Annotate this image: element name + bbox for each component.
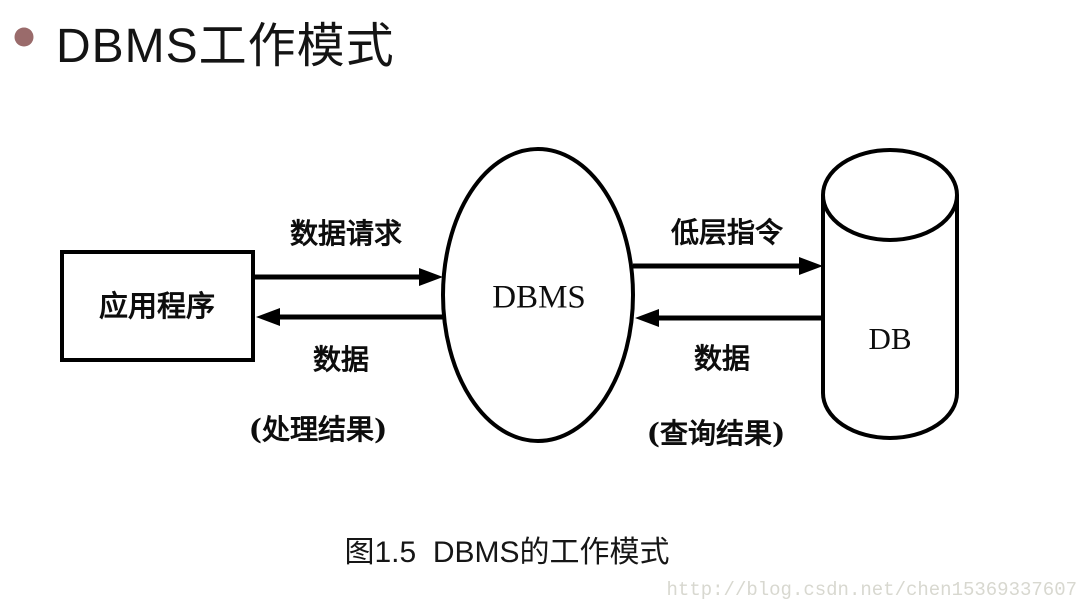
title-row: DBMS工作模式 — [0, 0, 1083, 80]
figure-caption: 图1.5 DBMS的工作模式 — [344, 536, 670, 569]
arrow-data-processing-result — [256, 308, 443, 326]
data-processing-result-label-line2: (处理结果) — [248, 413, 388, 446]
dbms-ellipse-label: DBMS — [492, 279, 586, 316]
low-level-command-label: 低层指令 — [670, 216, 784, 249]
db-cylinder-label: DB — [868, 321, 912, 356]
bullet-circle — [14, 27, 34, 47]
application-box — [60, 250, 255, 362]
data-request-label: 数据请求 — [289, 217, 403, 250]
application-box-label: 应用程序 — [98, 289, 216, 323]
db-cylinder-body — [821, 195, 959, 440]
arrow-data-request — [255, 268, 443, 286]
db-cylinder-top — [821, 148, 959, 242]
data-query-result-label-line2: (查询结果) — [646, 417, 786, 450]
page-title: DBMS工作模式 — [56, 20, 395, 73]
watermark-url: http://blog.csdn.net/chen15369337607 — [666, 579, 1077, 601]
dbms-ellipse — [441, 147, 635, 443]
arrow-data-query-result — [635, 309, 823, 327]
arrow-low-level-command — [633, 257, 823, 275]
title-bullet-icon — [14, 27, 34, 47]
data-query-result-label-line1: 数据 — [693, 342, 751, 375]
data-processing-result-label-line1: 数据 — [312, 343, 370, 376]
